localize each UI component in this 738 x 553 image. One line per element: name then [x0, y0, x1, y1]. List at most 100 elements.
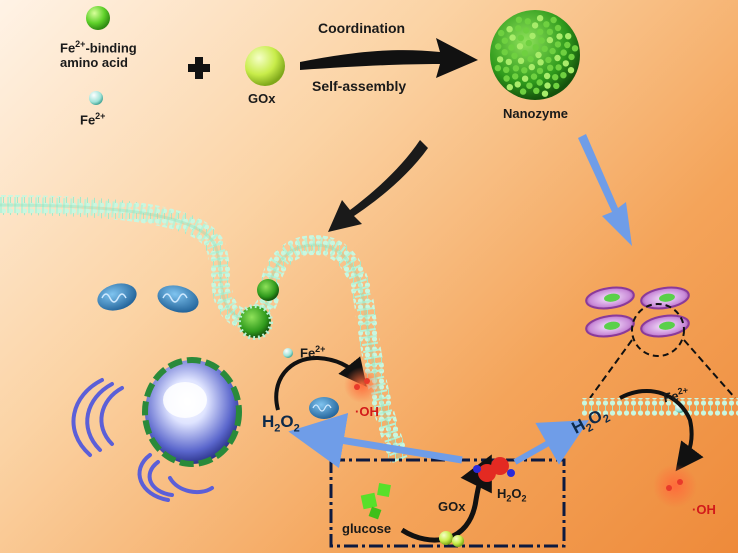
nanozyme-bead — [537, 28, 544, 35]
cell-fenton-arrow — [274, 355, 367, 411]
h2o2-molecule-icon — [473, 457, 515, 482]
bacterium-icon — [640, 314, 690, 338]
gox-label: GOx — [248, 91, 276, 106]
nanozyme-bead — [562, 60, 569, 67]
nanozyme-bead — [556, 33, 563, 40]
gox-small-icon — [439, 531, 453, 545]
nanozyme-bead — [527, 55, 534, 63]
nanozyme-bead — [552, 74, 559, 81]
nanozyme-bead — [547, 64, 554, 72]
hydroxyl-radical-cell-icon — [344, 367, 380, 403]
endoplasmic-reticulum-icon — [71, 378, 214, 502]
nanozyme-bead — [521, 50, 528, 57]
nanozyme-label: Nanozyme — [503, 106, 569, 121]
nucleus-icon — [142, 357, 242, 467]
glucose-icon — [360, 483, 391, 520]
nanozyme-bead — [543, 21, 550, 28]
nanozyme-bead — [519, 88, 527, 95]
nanozyme-bead — [536, 79, 543, 86]
hydroxyl-radical-bacteria-icon — [653, 464, 697, 508]
gox-reaction-arrow — [400, 454, 492, 543]
nanozyme-bead — [554, 24, 562, 32]
nanozyme-bead — [564, 41, 571, 49]
nanozyme-bead — [541, 45, 548, 52]
nanozyme-bead — [568, 53, 575, 61]
fe-ion-label: Fe2+ — [80, 111, 106, 128]
cell-hydroxyl-label: ·OH — [355, 404, 379, 419]
bacterium-icon — [640, 286, 690, 310]
nanozyme-bead — [516, 43, 524, 50]
nanozyme-bead — [555, 64, 562, 71]
nanozyme-bead — [494, 64, 502, 72]
nanozyme-bead — [506, 26, 513, 33]
nanozyme-bead — [505, 58, 512, 66]
zoom-lines — [589, 339, 736, 399]
nanozyme-bead — [503, 66, 510, 74]
nanozyme-bead — [511, 52, 518, 59]
mitochondrion-icon — [157, 285, 199, 313]
nanozyme-bead — [532, 44, 539, 51]
fe-ion-cell-icon — [283, 348, 293, 358]
nanozyme-vesicle-icon — [237, 304, 273, 340]
nanozyme-bead — [541, 90, 549, 97]
nanozyme-bead — [503, 75, 510, 82]
cell-fe-label: Fe2+ — [300, 344, 326, 361]
bacteria-hydroxyl-label: ·OH — [692, 502, 716, 517]
plus-icon — [188, 57, 210, 79]
box-gox-label: GOx — [438, 499, 466, 514]
nanozyme-bead — [571, 45, 579, 52]
bacterium-icon — [585, 286, 635, 310]
nanozyme-bead — [515, 16, 523, 23]
nanozyme-bead — [506, 84, 513, 91]
nanozyme-bead — [535, 51, 542, 59]
nanozyme-bead — [545, 56, 552, 64]
nanozyme-bead — [560, 72, 567, 79]
nanozyme-bead — [522, 27, 530, 34]
nanozyme-bead — [509, 34, 516, 41]
nanozyme-bead — [530, 73, 538, 80]
h2o2-to-bacteria-arrow — [513, 420, 589, 465]
glucose-label: glucose — [342, 521, 392, 536]
nanozyme-bead — [544, 82, 551, 89]
gox-small-icon — [452, 535, 464, 547]
nanozyme-bead — [543, 72, 551, 80]
box-h2o2-label: H2O2 — [497, 486, 527, 504]
nanozyme-bead — [531, 22, 539, 29]
mitochondrion-icon — [97, 283, 137, 311]
coordination-label: Coordination — [318, 20, 406, 36]
arrow-to-cell — [328, 140, 428, 232]
gox-sphere-icon — [245, 46, 285, 86]
nanozyme-bead — [546, 36, 554, 44]
fe-ion-sphere-icon — [89, 91, 103, 105]
nanozyme-bead — [524, 18, 531, 25]
zoom-circle — [631, 303, 685, 357]
nanozyme-bead — [521, 75, 529, 82]
h2o2-to-cell-arrow — [288, 412, 463, 469]
coordination-arrow — [300, 38, 478, 78]
self-assembly-label: Self-assembly — [312, 78, 407, 94]
nanozyme-bead — [495, 43, 502, 50]
nanozyme-bead — [550, 16, 557, 24]
nanozyme-bead — [498, 29, 505, 37]
glucose-reaction-box — [329, 458, 566, 548]
amino-acid-sphere-icon — [86, 6, 110, 30]
nanozyme-bead — [538, 37, 545, 44]
nanozyme-bead — [496, 56, 504, 63]
bacterial-membrane — [582, 398, 738, 416]
nanozyme-bead — [565, 33, 572, 40]
nanozyme-bead — [517, 34, 524, 42]
nanozyme-bead — [514, 81, 521, 88]
nanozyme-bead — [554, 41, 562, 48]
nanozyme-bead — [512, 65, 520, 72]
nanozyme-icon — [490, 10, 580, 100]
nanozyme-bead — [525, 39, 532, 47]
nanozyme-bead — [508, 44, 515, 51]
nanozyme-bead — [546, 28, 554, 36]
nanozyme-bead — [549, 47, 556, 55]
nanozyme-bead — [501, 37, 508, 44]
nanozyme-bead — [517, 57, 525, 64]
nanozyme-bead — [512, 73, 519, 80]
mitochondrion-icon — [309, 397, 339, 419]
nanozyme-bead — [536, 67, 544, 75]
